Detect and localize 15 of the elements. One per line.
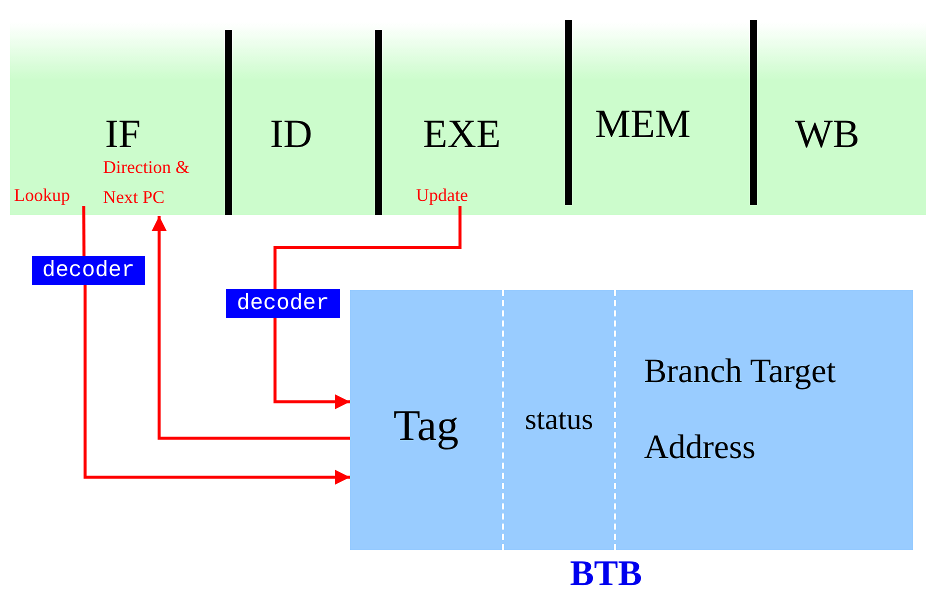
field-label: status — [524, 403, 594, 437]
stage-label: WB — [795, 110, 860, 157]
table-title: BTB — [570, 552, 642, 594]
arrow — [84, 285, 350, 485]
field-label: Branch Target Address — [644, 352, 837, 468]
stage-label: MEM — [595, 100, 691, 147]
decoder-box: decoder — [32, 256, 145, 285]
decoder-box: decoder — [226, 289, 340, 318]
arrow — [274, 318, 350, 410]
stage-label: ID — [270, 110, 312, 157]
stage-action-label: Update — [416, 180, 496, 206]
stage-label: EXE — [423, 110, 501, 157]
stage-action-label: Lookup — [14, 180, 96, 206]
arrow — [152, 216, 350, 440]
field-label: Tag — [393, 400, 459, 450]
